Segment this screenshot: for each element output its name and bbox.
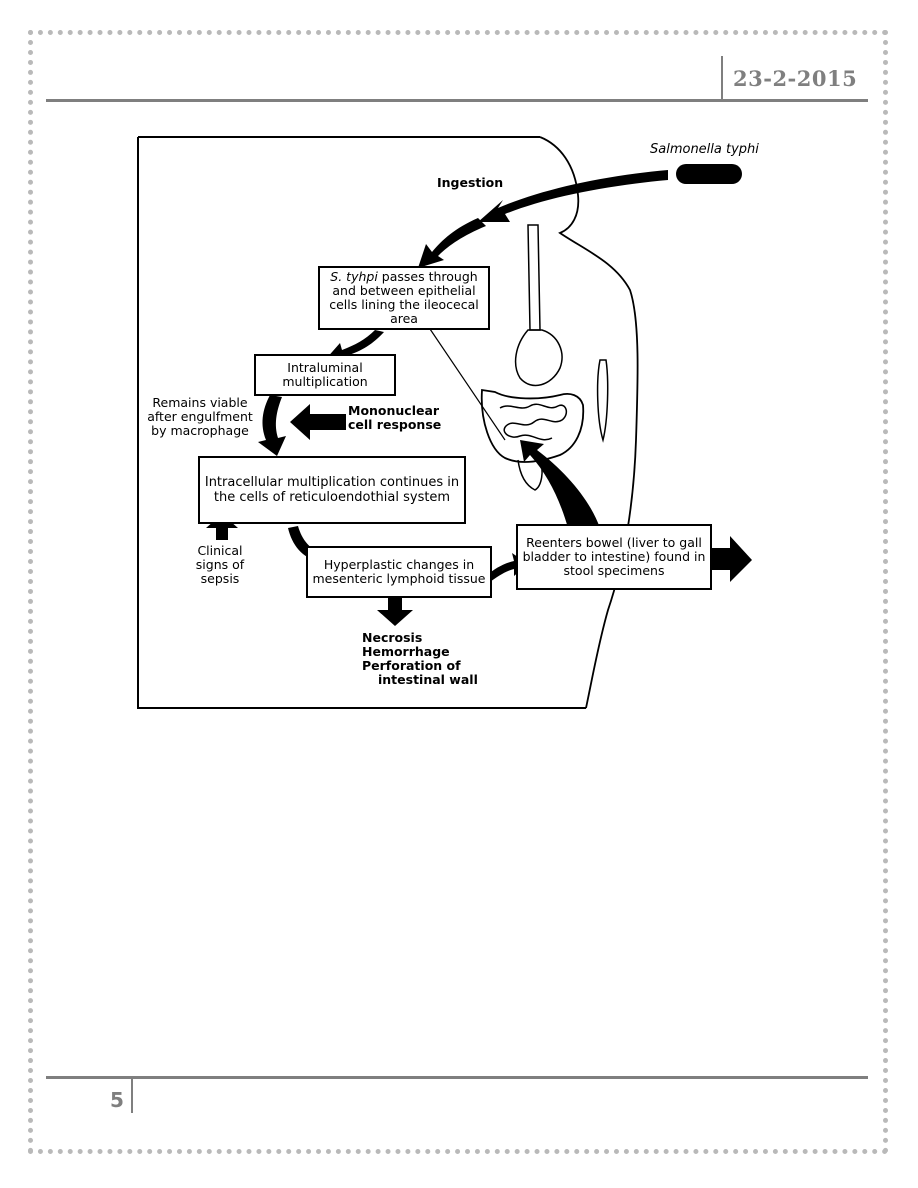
ingestion-label: Ingestion: [437, 175, 504, 190]
page-border: [28, 30, 888, 1154]
outcome-hemorrhage: Hemorrhage: [362, 644, 450, 659]
outcome-intestinal-wall: intestinal wall: [378, 672, 478, 687]
passes-box: S. tyhpi passes through and between epit…: [318, 266, 490, 330]
arrow-down-left: [258, 395, 286, 456]
clinical-up-arrow: [206, 514, 238, 540]
arm-outline: [596, 359, 609, 443]
outcome-necrosis: Necrosis: [362, 630, 423, 645]
page-number: 5: [110, 1088, 124, 1112]
footer-divider: [131, 1077, 133, 1113]
header-divider: [721, 56, 723, 101]
rectum: [517, 459, 543, 491]
mononuclear-arrow: [290, 404, 346, 440]
exit-right-arrow: [712, 536, 752, 582]
header-date: 23-2-2015: [733, 66, 858, 91]
arrow-to-box1: [418, 218, 486, 268]
small-intestine: [499, 403, 568, 441]
reenters-arrow-big: [520, 440, 600, 528]
header-rule: [46, 99, 868, 102]
bacterium: [676, 164, 742, 184]
connector-line: [429, 328, 506, 441]
passes-box-text: S. tyhpi passes through and between epit…: [329, 269, 479, 326]
footer-rule: [46, 1076, 868, 1079]
organism-label: Salmonella typhi: [650, 142, 759, 157]
clinical-signs-label: Clinical signs of sepsis: [195, 543, 245, 586]
intraluminal-box: Intraluminal multiplication: [254, 354, 396, 396]
body-silhouette: [539, 136, 639, 709]
figure-frame: [137, 137, 586, 709]
remains-viable-label: Remains viable after engulfment by macro…: [147, 395, 253, 438]
intracellular-box: Intracellular multiplication continues i…: [198, 456, 466, 524]
hyperplastic-box: Hyperplastic changes in mesenteric lymph…: [306, 546, 492, 598]
ingestion-arrow: [478, 170, 668, 222]
necrosis-down-arrow: [377, 598, 413, 626]
outcome-perforation: Perforation of: [362, 658, 461, 673]
mononuclear-label: Mononuclear cell response: [348, 403, 442, 432]
large-intestine: [480, 388, 585, 463]
reenters-box: Reenters bowel (liver to gall bladder to…: [516, 524, 712, 590]
esophagus: [527, 224, 541, 331]
stomach: [514, 329, 563, 387]
